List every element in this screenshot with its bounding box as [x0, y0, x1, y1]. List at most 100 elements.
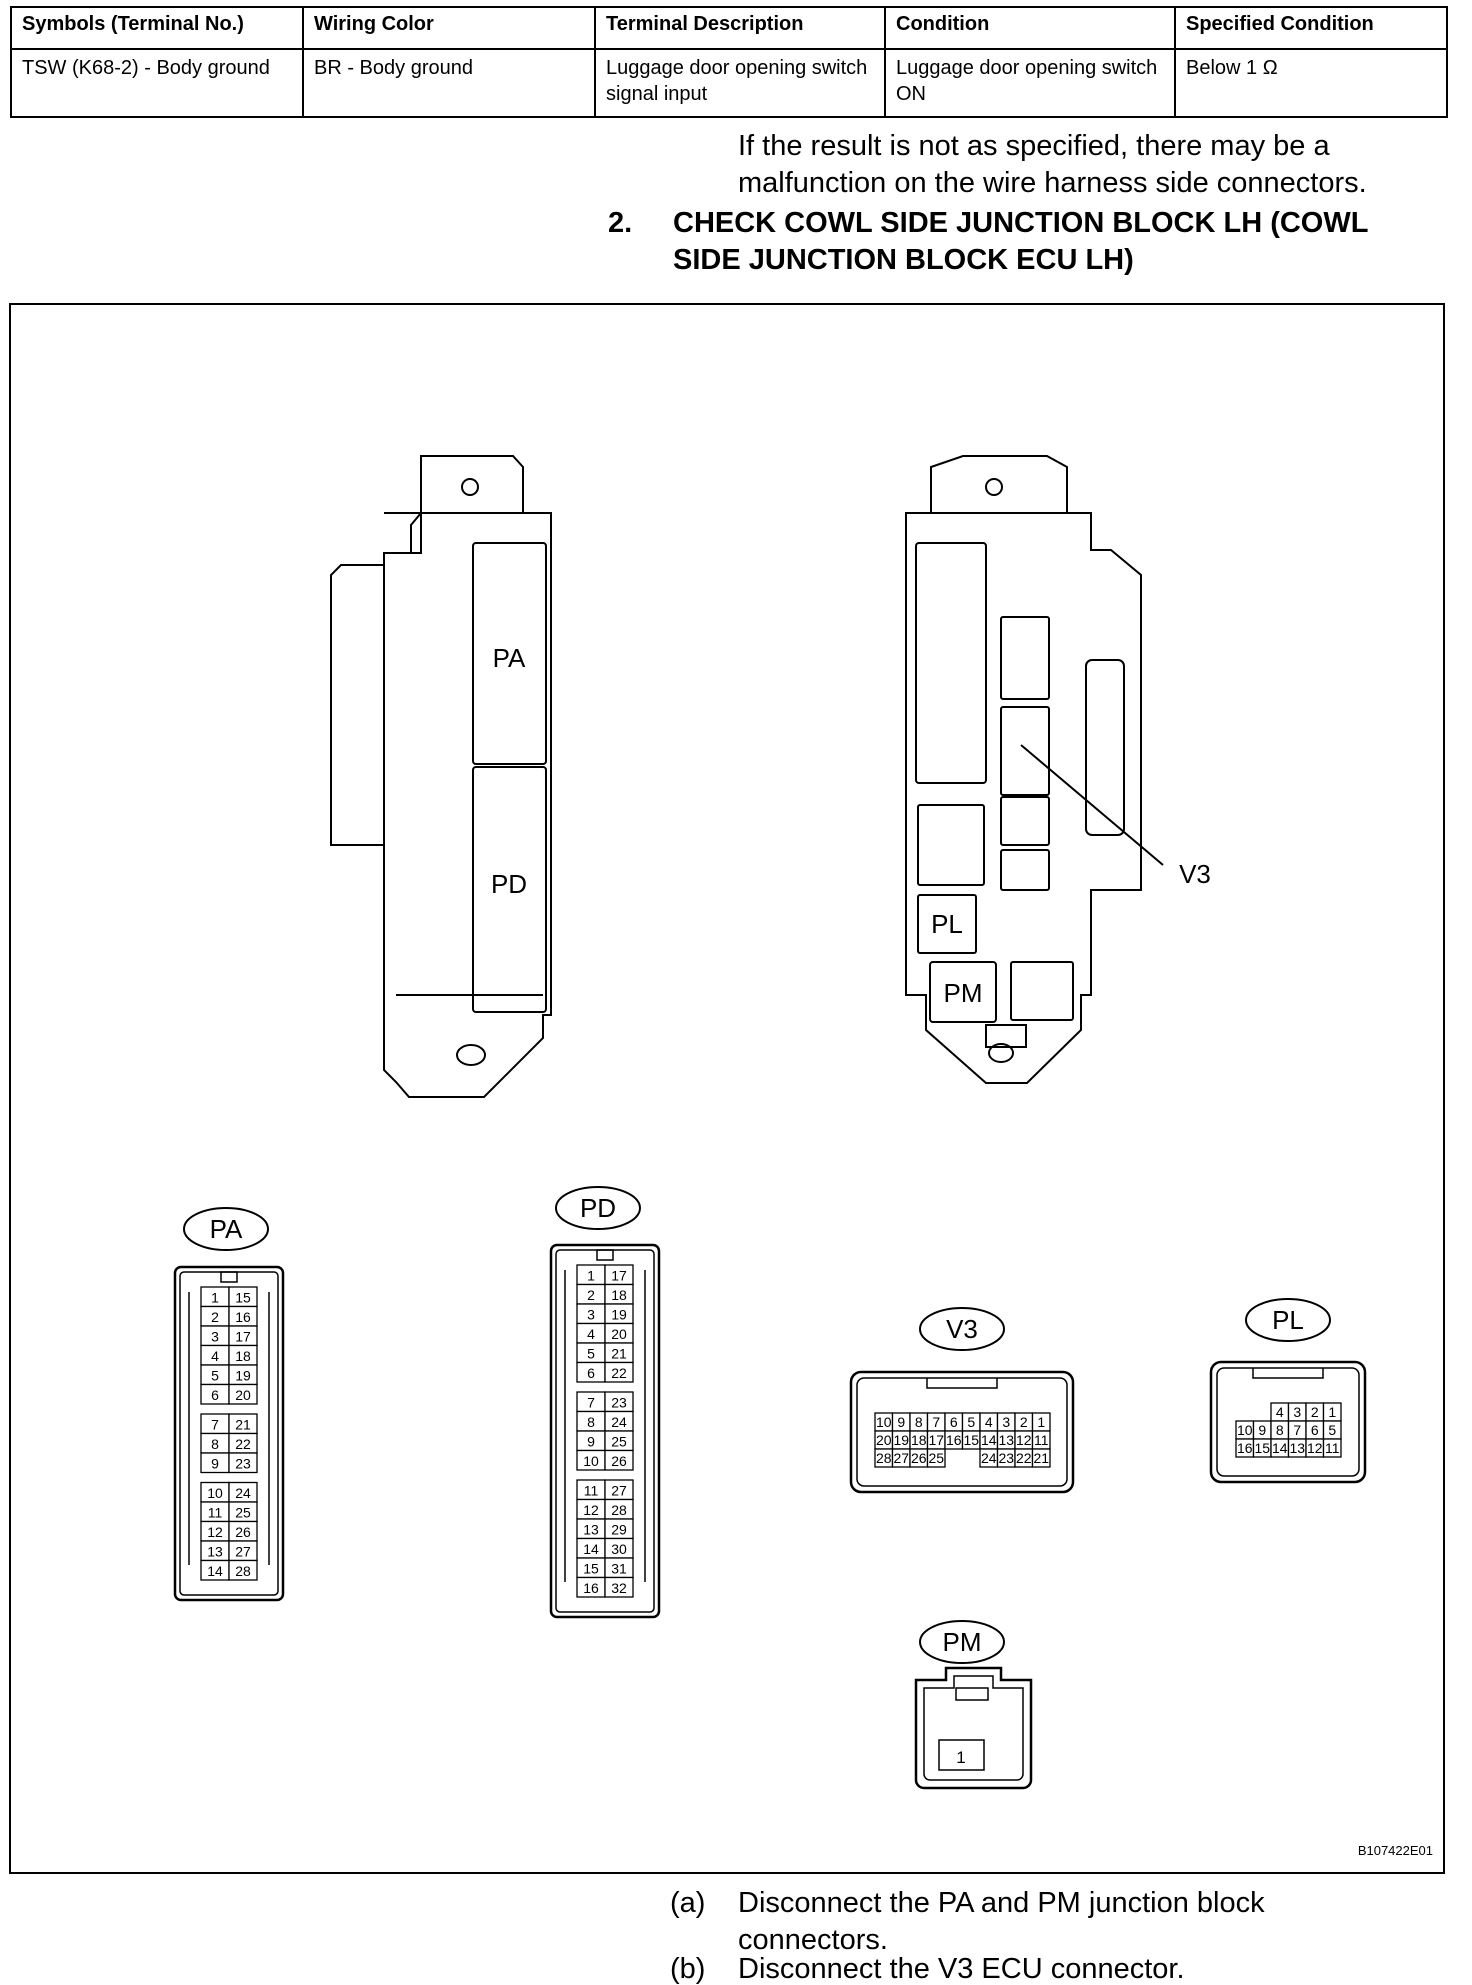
- pin-number: 1: [956, 1748, 965, 1767]
- pin-number: 11: [208, 1505, 223, 1521]
- pin-cell: [228, 1452, 258, 1474]
- step-title-line-1: CHECK COWL SIDE JUNCTION BLOCK LH (COWL: [673, 207, 1369, 239]
- pin-number: 12: [207, 1524, 223, 1540]
- pin-number: 10: [876, 1414, 892, 1430]
- pin-number: 9: [897, 1414, 905, 1430]
- pin-number: 6: [950, 1414, 958, 1430]
- pin-number: 22: [611, 1365, 627, 1381]
- pin-number: 23: [235, 1456, 251, 1472]
- pin-number: 10: [207, 1485, 223, 1501]
- pin-number: 4: [587, 1326, 595, 1342]
- pin-number: 24: [981, 1450, 997, 1466]
- pin-number: 27: [893, 1450, 909, 1466]
- pin-number: 3: [1002, 1414, 1010, 1430]
- connector-label-pd: PD: [555, 1186, 641, 1230]
- pin-number: 4: [211, 1348, 219, 1364]
- pin-number: 2: [587, 1287, 595, 1303]
- pin-number: 19: [611, 1307, 627, 1323]
- pin-number: 2: [211, 1309, 219, 1325]
- pin-number: 21: [1033, 1450, 1049, 1466]
- step-a-marker: (a): [670, 1887, 706, 1919]
- block-label-pl: PL: [931, 909, 963, 939]
- pin-number: 15: [1254, 1440, 1270, 1456]
- pin-number: 13: [583, 1522, 599, 1538]
- junction-block-left: [330, 455, 552, 1098]
- col-header-terminal-description: Terminal Description: [594, 6, 886, 50]
- block-slot-pl: [917, 894, 977, 954]
- pin-number: 8: [587, 1414, 595, 1430]
- col-header-wiring-color: Wiring Color: [302, 6, 596, 50]
- pin-number: 13: [1289, 1440, 1305, 1456]
- pin-number: 18: [911, 1432, 927, 1448]
- pin-number: 3: [211, 1329, 219, 1345]
- pin-number: 12: [1307, 1440, 1323, 1456]
- pin-number: 23: [998, 1450, 1014, 1466]
- table-header-row: Symbols (Terminal No.) Wiring Color Term…: [10, 6, 1448, 50]
- pin-number: 26: [911, 1450, 927, 1466]
- pin-number: 15: [235, 1290, 251, 1306]
- block-slot-pd: [472, 766, 547, 1013]
- pin-number: 5: [967, 1414, 975, 1430]
- pin-number: 30: [611, 1541, 627, 1557]
- pin-number: 18: [611, 1287, 627, 1303]
- pin-number: 8: [211, 1436, 219, 1452]
- pin-cell: [604, 1576, 634, 1598]
- pin-number: 5: [211, 1368, 219, 1384]
- pin-number: 4: [1276, 1404, 1284, 1420]
- pin-number: 17: [235, 1329, 251, 1345]
- pin-number: 1: [211, 1290, 219, 1306]
- table-row: TSW (K68-2) - Body ground BR - Body grou…: [10, 48, 1448, 118]
- note-line-1: If the result is not as specified, there…: [738, 130, 1330, 162]
- col-header-specified-condition: Specified Condition: [1174, 6, 1448, 50]
- connector-pm: 1: [914, 1666, 1033, 1790]
- pin-number: 10: [583, 1453, 599, 1469]
- cell-wiring-color: BR - Body ground: [302, 48, 596, 118]
- pin-number: 26: [611, 1453, 627, 1469]
- connector-label-pm: PM: [919, 1620, 1005, 1664]
- step-number: 2.: [608, 207, 633, 239]
- note-line-2: malfunction on the wire harness side con…: [738, 167, 1367, 199]
- pin-number: 8: [915, 1414, 923, 1430]
- pin-cell: [1322, 1438, 1342, 1458]
- block-label-pd: PD: [491, 869, 527, 899]
- block-label-v3: V3: [1179, 859, 1211, 889]
- pin-number: 27: [611, 1483, 627, 1499]
- pin-number: 28: [876, 1450, 892, 1466]
- pin-number: 17: [611, 1268, 627, 1284]
- pin-number: 25: [928, 1450, 944, 1466]
- pin-number: 20: [876, 1432, 892, 1448]
- pin-number: 7: [932, 1414, 940, 1430]
- connector-label-text: PA: [210, 1214, 243, 1244]
- pin-number: 9: [587, 1434, 595, 1450]
- cell-terminal-description: Luggage door opening switch signal input: [594, 48, 886, 118]
- step-a-line-2: connectors.: [738, 1924, 888, 1956]
- pin-number: 4: [985, 1414, 993, 1430]
- pin-number: 32: [611, 1580, 627, 1596]
- cell-symbols: TSW (K68-2) - Body ground: [10, 48, 304, 118]
- pin-number: 16: [1237, 1440, 1253, 1456]
- block-slot-pa: [472, 542, 547, 765]
- pin-number: 19: [235, 1368, 251, 1384]
- pin-number: 26: [235, 1524, 251, 1540]
- pin-number: 21: [235, 1417, 251, 1433]
- pin-number: 29: [611, 1522, 627, 1538]
- pin-number: 3: [587, 1307, 595, 1323]
- cell-condition: Luggage door opening switch ON: [884, 48, 1176, 118]
- step-b-marker: (b): [670, 1953, 706, 1985]
- pin-number: 1: [1037, 1414, 1045, 1430]
- connector-label-text: PM: [943, 1627, 982, 1657]
- pin-number: 7: [587, 1395, 595, 1411]
- pin-cell: [926, 1448, 946, 1468]
- pin-number: 20: [611, 1326, 627, 1342]
- pin-number: 7: [1293, 1422, 1301, 1438]
- pin-number: 13: [207, 1544, 223, 1560]
- pin-number: 1: [587, 1268, 595, 1284]
- cell-specified-condition: Below 1 Ω: [1174, 48, 1448, 118]
- step-b-line-1: Disconnect the V3 ECU connector.: [738, 1953, 1185, 1985]
- pin-number: 15: [963, 1432, 979, 1448]
- pin-number: 6: [211, 1387, 219, 1403]
